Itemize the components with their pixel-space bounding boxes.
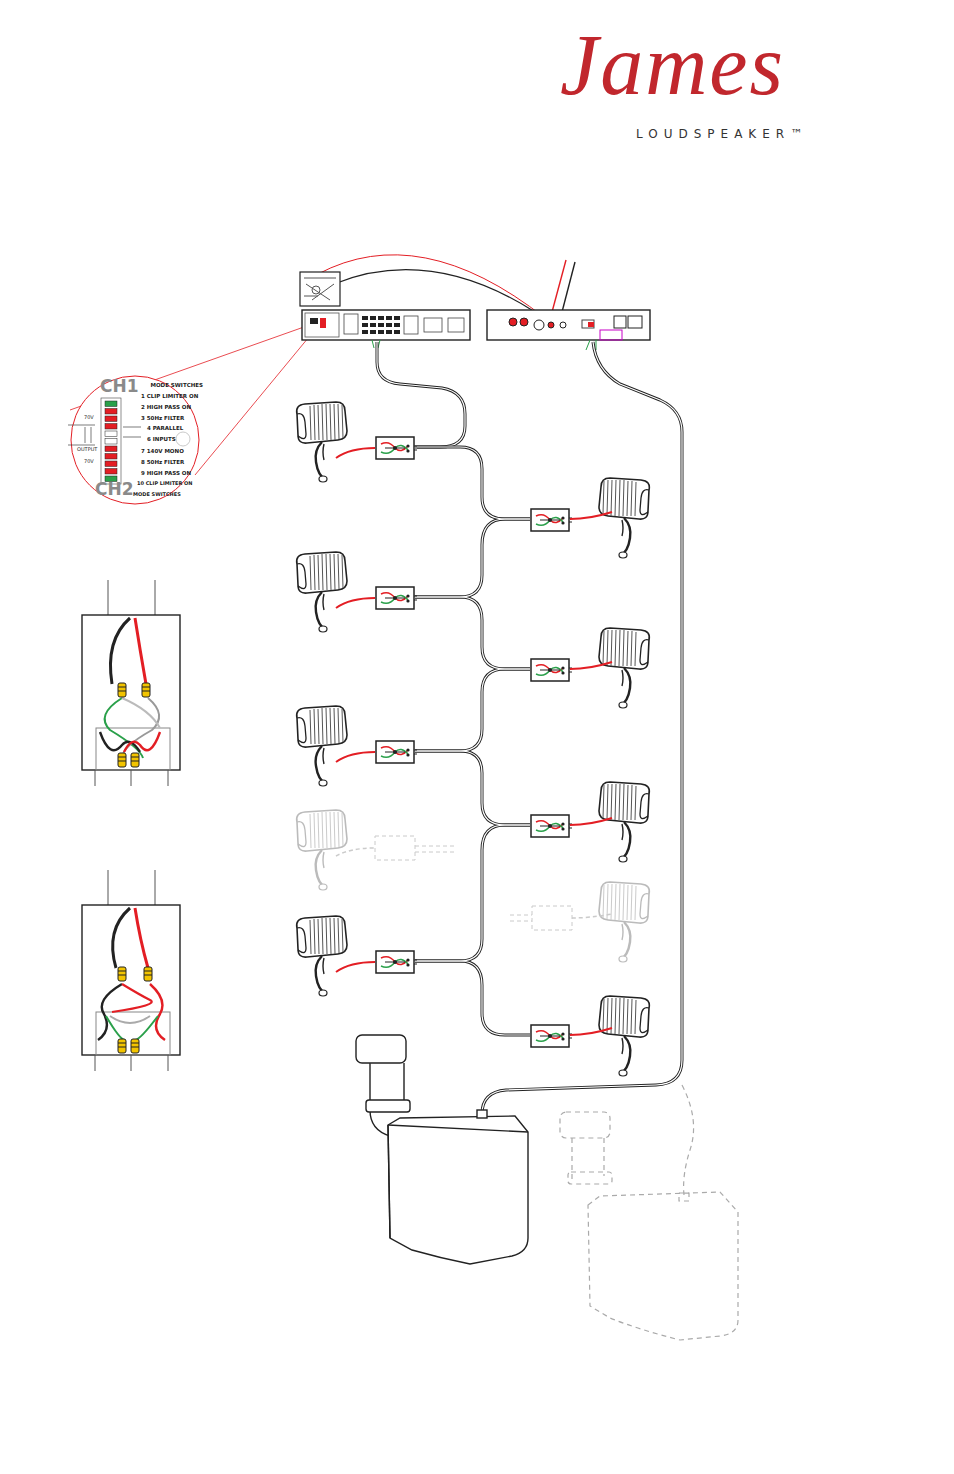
brand-wordmark: LOUDSPEAKER™ <box>636 128 808 140</box>
crossover-module <box>300 272 340 306</box>
amplifier-two <box>487 310 650 350</box>
channel-label: CH1 <box>100 378 139 395</box>
left-speakers <box>297 402 417 996</box>
switch-label: 8 50Hz FILTER <box>141 460 184 466</box>
switch-label: 1 CLIP LIMITER ON <box>141 394 198 400</box>
switch-label: 7 140V MONO <box>141 449 184 455</box>
subwoofer <box>356 1035 528 1264</box>
switch-label: 6 INPUTS <box>147 437 176 443</box>
signal-wires <box>318 255 575 318</box>
switch-label: 2 HIGH PASS ON <box>141 405 191 411</box>
daisy-chain-cable <box>415 447 530 1035</box>
channel-label: CH2 <box>95 481 134 498</box>
switch-label: 3 50Hz FILTER <box>141 416 184 422</box>
switch-label: 70V <box>84 459 94 464</box>
switch-label: MODE SWITCHES <box>133 492 181 497</box>
amplifier-one <box>302 310 470 348</box>
switch-label: OUTPUT <box>77 447 97 452</box>
switch-label: MODE SWITCHES <box>150 383 203 389</box>
switch-label: 9 HIGH PASS ON <box>141 471 191 477</box>
junction-box-one <box>82 580 180 786</box>
ghost-left-speaker <box>297 810 455 890</box>
callout-node: CH1MODE SWITCHES1 CLIP LIMITER ON2 HIGH … <box>65 375 205 505</box>
speaker-cable <box>377 342 465 447</box>
ghost-right-speaker <box>510 882 649 962</box>
switch-label: 4 PARALLEL <box>147 426 183 432</box>
switch-label: 10 CLIP LIMITER ON <box>137 481 193 486</box>
right-speakers <box>531 478 649 1076</box>
switch-label: 70V <box>84 415 94 420</box>
subwoofer-cable <box>482 342 682 1114</box>
brand-logo: James <box>560 22 785 108</box>
junction-box-two <box>82 870 180 1071</box>
ghost-subwoofer <box>560 1085 738 1340</box>
